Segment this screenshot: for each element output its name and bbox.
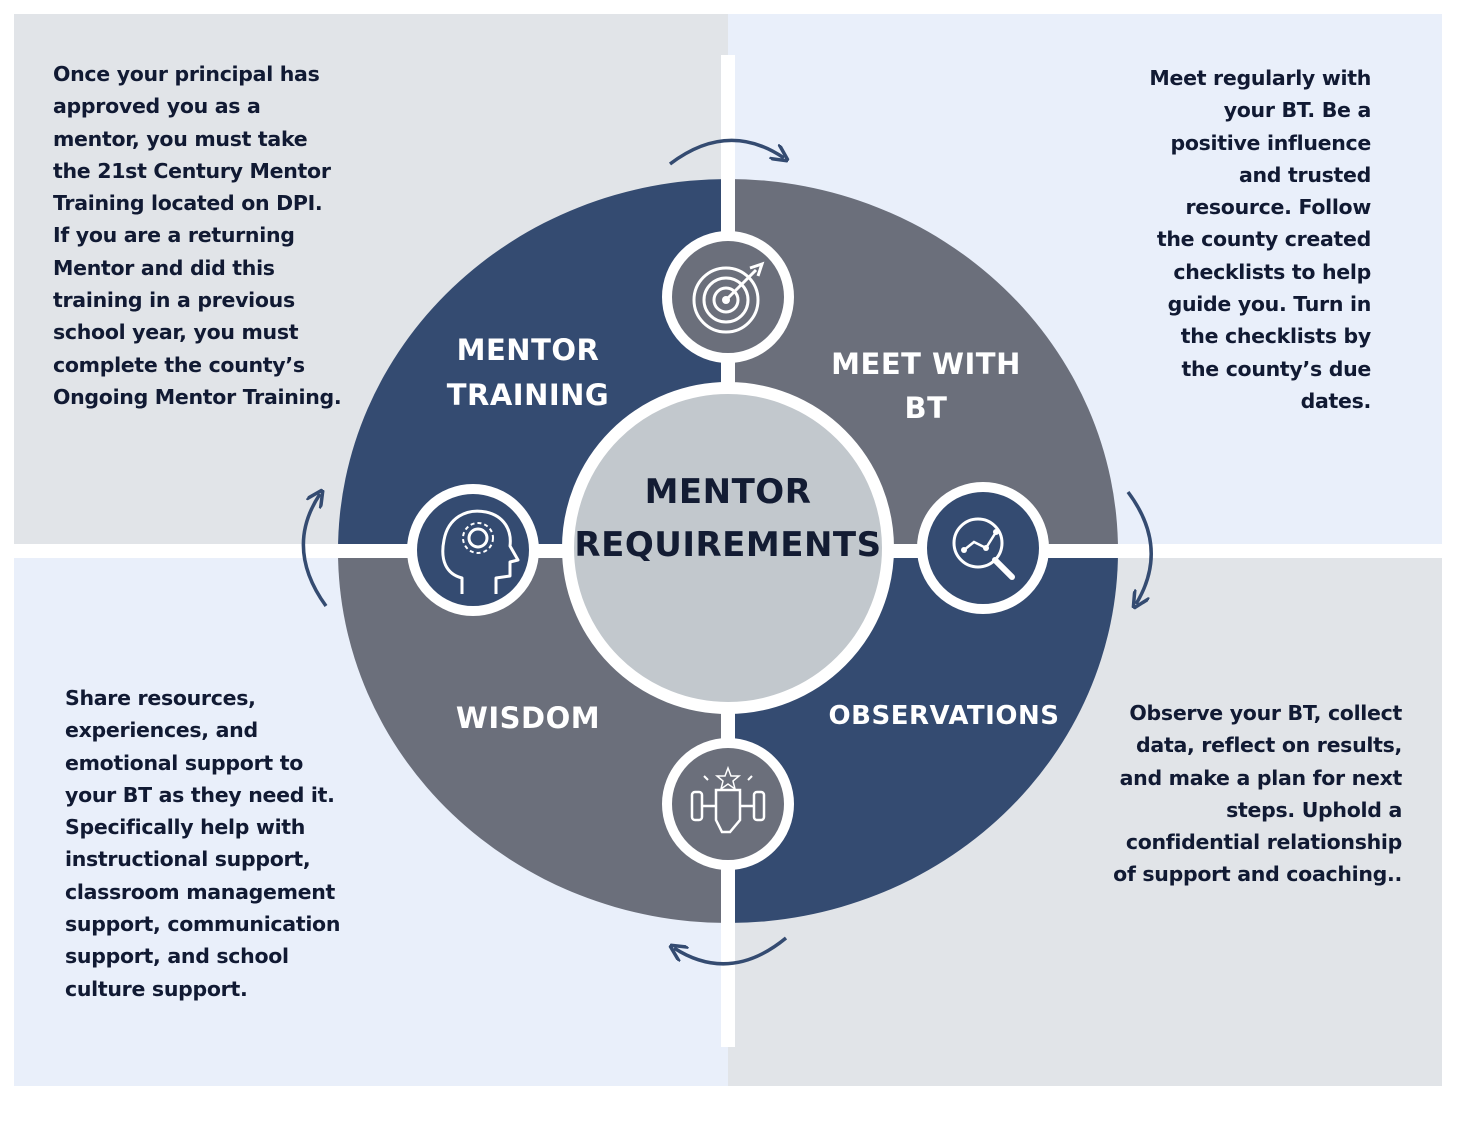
- center-title-line1: MENTOR: [645, 472, 812, 512]
- center-circle: [562, 382, 894, 714]
- target-icon: [662, 231, 794, 363]
- description-wisdom: Share resources, experiences, and emotio…: [65, 686, 341, 1001]
- label-observations: OBSERVATIONS: [829, 701, 1060, 731]
- label-mentor-training-line2: TRAINING: [447, 378, 609, 412]
- label-mentor-training-line1: MENTOR: [457, 333, 600, 367]
- description-mentor-training: Once your principal has approved you as …: [53, 62, 342, 409]
- head-gear-icon: [407, 484, 539, 616]
- center-title-line2: REQUIREMENTS: [574, 525, 881, 565]
- arrow-right: [1126, 490, 1153, 604]
- magnifier-chart-icon: [917, 482, 1049, 614]
- label-meet-with-bt-line2: BT: [905, 391, 948, 425]
- description-observations: Observe your BT, collect data, reflect o…: [1113, 701, 1402, 887]
- label-meet-with-bt-line1: MEET WITH: [831, 347, 1021, 381]
- label-wisdom: WISDOM: [456, 701, 600, 735]
- arrow-left: [301, 494, 328, 608]
- strength-fist-icon: [662, 738, 794, 870]
- arrow-top: [668, 138, 784, 166]
- arrow-bottom: [674, 936, 788, 966]
- description-meet-with-bt: Meet regularly with your BT. Be a positi…: [1149, 66, 1371, 413]
